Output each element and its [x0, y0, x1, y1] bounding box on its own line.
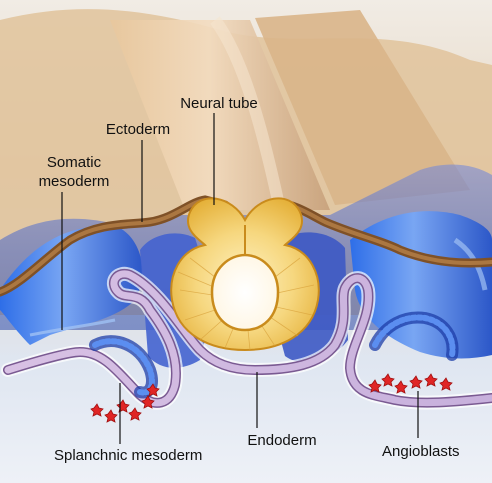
- label-neural-tube: Neural tube: [170, 95, 268, 113]
- label-angioblasts: Angioblasts: [382, 443, 482, 461]
- label-ectoderm: Ectoderm: [96, 121, 180, 139]
- label-somatic-mesoderm: Somatic mesoderm: [19, 153, 129, 191]
- label-somatic-mesoderm-line2: mesoderm: [19, 172, 129, 191]
- neural-tube-shape: [171, 198, 319, 350]
- label-splanchnic-mesoderm: Splanchnic mesoderm: [54, 447, 274, 465]
- label-somatic-mesoderm-line1: Somatic: [19, 153, 129, 172]
